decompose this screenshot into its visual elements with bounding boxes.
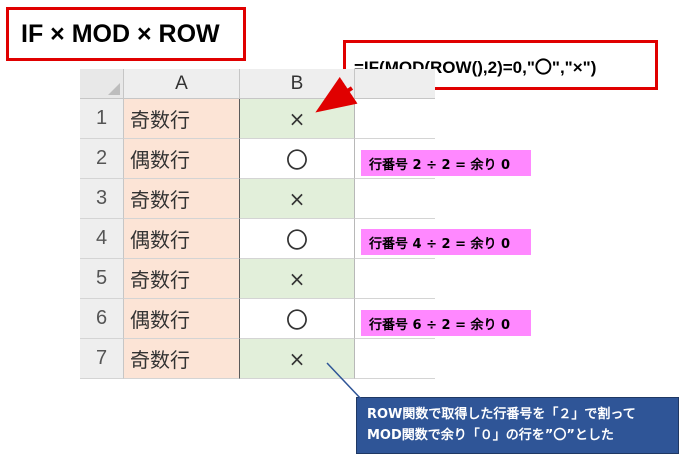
cross-symbol: × (288, 106, 306, 131)
cell-b5[interactable]: × (240, 259, 355, 299)
select-all-icon (108, 83, 120, 95)
cell-b2[interactable]: 〇 (240, 139, 355, 179)
cell-b4[interactable]: 〇 (240, 219, 355, 259)
row-header-2[interactable]: 2 (80, 139, 124, 179)
annotation-row-6: 行番号 6 ÷ 2 = 余り 0 (361, 310, 531, 336)
cell-b1[interactable]: × (240, 99, 355, 139)
row-header-7[interactable]: 7 (80, 339, 124, 379)
circle-symbol: 〇 (285, 308, 308, 334)
row-header-1[interactable]: 1 (80, 99, 124, 139)
cell-a7[interactable]: 奇数行 (124, 339, 240, 379)
select-all-corner[interactable] (80, 69, 124, 99)
cell-a5[interactable]: 奇数行 (124, 259, 240, 299)
row-header-4[interactable]: 4 (80, 219, 124, 259)
cell-c7[interactable] (355, 339, 435, 379)
column-header-b[interactable]: B (240, 69, 355, 99)
explanation-note: ROW関数で取得した行番号を「２」で割って MOD関数で余り「０」の行を”〇”と… (356, 397, 679, 454)
annotation-row-2: 行番号 2 ÷ 2 = 余り 0 (361, 150, 531, 176)
cell-b3[interactable]: × (240, 179, 355, 219)
cell-c5[interactable] (355, 259, 435, 299)
cross-symbol: × (288, 186, 306, 211)
circle-symbol: 〇 (285, 148, 308, 174)
cell-a1[interactable]: 奇数行 (124, 99, 240, 139)
column-header-c[interactable] (355, 69, 435, 99)
cell-a3[interactable]: 奇数行 (124, 179, 240, 219)
cell-a6[interactable]: 偶数行 (124, 299, 240, 339)
annotation-row-4: 行番号 4 ÷ 2 = 余り 0 (361, 229, 531, 255)
column-header-a[interactable]: A (124, 69, 240, 99)
cross-symbol: × (288, 266, 306, 291)
note-line-2: MOD関数で余り「０」の行を”〇”とした (367, 428, 614, 443)
note-line-1: ROW関数で取得した行番号を「２」で割って (367, 407, 636, 422)
cross-symbol: × (288, 346, 306, 371)
cell-c1[interactable] (355, 99, 435, 139)
cell-b7[interactable]: × (240, 339, 355, 379)
circle-symbol: 〇 (285, 228, 308, 254)
row-header-5[interactable]: 5 (80, 259, 124, 299)
cell-a2[interactable]: 偶数行 (124, 139, 240, 179)
title-text: IF × MOD × ROW (21, 19, 220, 48)
cell-a4[interactable]: 偶数行 (124, 219, 240, 259)
title-box: IF × MOD × ROW (6, 7, 246, 61)
cell-b6[interactable]: 〇 (240, 299, 355, 339)
row-header-6[interactable]: 6 (80, 299, 124, 339)
cell-c3[interactable] (355, 179, 435, 219)
row-header-3[interactable]: 3 (80, 179, 124, 219)
